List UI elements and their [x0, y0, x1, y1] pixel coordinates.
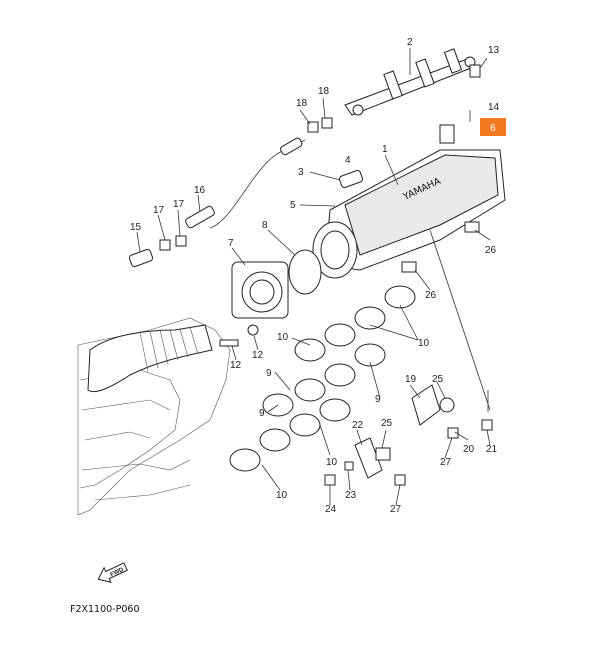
callout-20: 20	[463, 444, 475, 455]
callout-11: 12	[230, 360, 242, 371]
callout-15: 15	[130, 222, 142, 233]
callout-1: 1	[382, 144, 388, 155]
callout-10d: 10	[276, 490, 288, 501]
intake-manifold: YAMAHA	[312, 149, 506, 279]
callout-3: 3	[298, 167, 304, 178]
callout-6: 6	[490, 123, 496, 134]
hose-clamps	[229, 285, 416, 472]
drawing-code: F2X1100-P060	[70, 604, 139, 615]
callout-18a: 18	[296, 98, 308, 109]
callout-2: 2	[407, 37, 413, 48]
throttle-body	[231, 261, 289, 319]
callout-17b: 17	[173, 199, 185, 210]
o-ring	[288, 249, 322, 295]
leader-lines	[136, 48, 491, 506]
engine-block	[77, 317, 231, 516]
callout-16: 16	[194, 185, 206, 196]
callout-13: 13	[488, 45, 500, 56]
fwd-label: FWD	[110, 567, 126, 578]
callout-10a: 10	[277, 332, 289, 343]
callout-5: 5	[290, 200, 296, 211]
callout-23: 23	[345, 490, 357, 501]
callout-25a: 25	[432, 374, 444, 385]
callout-9a: 9	[266, 368, 272, 379]
callout-25b: 25	[381, 418, 393, 429]
callout-26a: 26	[485, 245, 497, 256]
callout-27a: 27	[440, 457, 452, 468]
callout-19: 19	[405, 374, 417, 385]
callout-27b: 27	[390, 504, 402, 515]
callout-9c: 9	[259, 408, 265, 419]
callout-7: 7	[228, 238, 234, 249]
fuel-injector	[128, 169, 364, 268]
highlighted-part-box	[480, 118, 506, 136]
callout-21: 21	[486, 444, 498, 455]
callout-10c: 10	[326, 457, 338, 468]
callout-18b: 18	[318, 86, 330, 97]
fwd-arrow: FWD	[97, 562, 128, 584]
callout-9b: 9	[375, 394, 381, 405]
small-parts	[159, 64, 493, 486]
callout-labels: 2 13 18 18 14 1 4 3 5 16 17 17 15 7 8 26…	[130, 37, 500, 515]
callout-24: 24	[325, 504, 337, 515]
callout-10b: 10	[418, 338, 430, 349]
callout-22: 22	[352, 420, 364, 431]
callout-12: 12	[252, 350, 264, 361]
callout-8: 8	[262, 220, 268, 231]
callout-14: 14	[488, 102, 500, 113]
callout-26b: 26	[425, 290, 437, 301]
fuel-rail	[344, 48, 477, 116]
fuel-hose	[209, 139, 306, 229]
callout-17a: 17	[153, 205, 165, 216]
callout-4: 4	[345, 155, 351, 166]
